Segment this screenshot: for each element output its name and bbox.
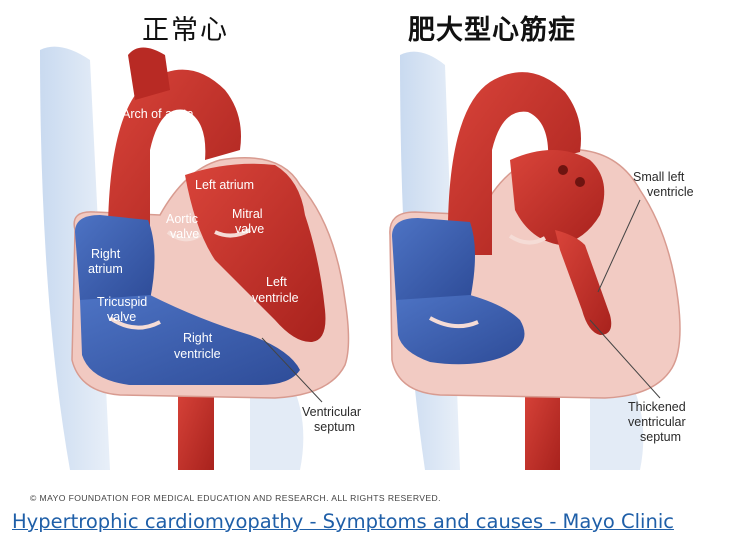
- label-right-ventricle-2: ventricle: [174, 347, 221, 361]
- descending-aorta-shape: [178, 380, 214, 470]
- normal-heart: Arch of aorta Left atrium Aortic valve M…: [40, 46, 361, 471]
- label-left-ventricle-2: ventricle: [252, 291, 299, 305]
- label-thickened-septum-3: septum: [640, 430, 681, 444]
- tricuspid-valve-shape: [108, 316, 161, 330]
- brachiocephalic-shape: [128, 47, 170, 100]
- septum-leader-line: [261, 337, 323, 403]
- label-right-atrium-1: Right: [91, 247, 121, 261]
- aortic-valve-shape: [166, 230, 202, 242]
- mitral-valve-shape: [214, 228, 251, 238]
- label-aortic-valve-1: Aortic: [166, 212, 198, 226]
- label-left-ventricle-1: Left: [266, 275, 287, 289]
- hcm-pulmonary-vein-opening-1: [558, 165, 568, 175]
- hcm-heart-title: 肥大型心筋症: [408, 15, 576, 46]
- hcm-small-left-ventricle-shape: [555, 230, 612, 335]
- label-mitral-valve-2: valve: [235, 222, 264, 236]
- hcm-heart: Small left ventricle Thickened ventricul…: [389, 51, 694, 471]
- label-aortic-valve-2: valve: [170, 227, 199, 241]
- label-ventricular-septum-1: Ventricular: [302, 405, 361, 419]
- normal-heart-title: 正常心: [142, 15, 229, 46]
- hcm-descending-vessel-shape: [590, 380, 644, 470]
- small-lv-leader-line: [597, 199, 641, 293]
- label-ventricular-septum-2: septum: [314, 420, 355, 434]
- aortic-arch-shape: [107, 69, 241, 260]
- right-ventricle-shape: [80, 295, 300, 385]
- hcm-aortic-arch-shape: [447, 72, 581, 255]
- right-atrium-shape: [75, 215, 155, 300]
- label-thickened-septum-2: ventricular: [628, 415, 686, 429]
- hcm-right-ventricle-shape: [396, 295, 525, 365]
- hcm-right-atrium-shape: [392, 218, 475, 300]
- copyright-notice: © MAYO FOUNDATION FOR MEDICAL EDUCATION …: [30, 493, 441, 503]
- label-mitral-valve-1: Mitral: [232, 207, 263, 221]
- hcm-left-atrium-shape: [510, 150, 605, 245]
- source-link[interactable]: Hypertrophic cardiomyopathy - Symptoms a…: [12, 510, 674, 533]
- label-left-atrium: Left atrium: [195, 178, 254, 192]
- label-tricuspid-valve-2: valve: [107, 310, 136, 324]
- thickened-septum-leader-line: [589, 319, 661, 399]
- hcm-descending-aorta-shape: [525, 380, 560, 470]
- label-small-left-ventricle-2: ventricle: [647, 185, 694, 199]
- label-thickened-septum-1: Thickened: [628, 400, 686, 414]
- label-tricuspid-valve-1: Tricuspid: [97, 295, 147, 309]
- hcm-pulmonary-vein-opening-2: [575, 177, 585, 187]
- label-arch-of-aorta: Arch of aorta: [122, 107, 194, 121]
- left-chambers-shape: [185, 163, 326, 343]
- label-small-left-ventricle-1: Small left: [633, 170, 685, 184]
- label-right-atrium-2: atrium: [88, 262, 123, 276]
- hcm-tricuspid-valve-shape: [429, 316, 479, 329]
- descending-vessel-shape: [250, 380, 304, 470]
- label-right-ventricle-1: Right: [183, 331, 213, 345]
- hcm-aortic-valve-shape: [508, 234, 547, 245]
- heart-diagram: Arch of aorta Left atrium Aortic valve M…: [40, 46, 694, 471]
